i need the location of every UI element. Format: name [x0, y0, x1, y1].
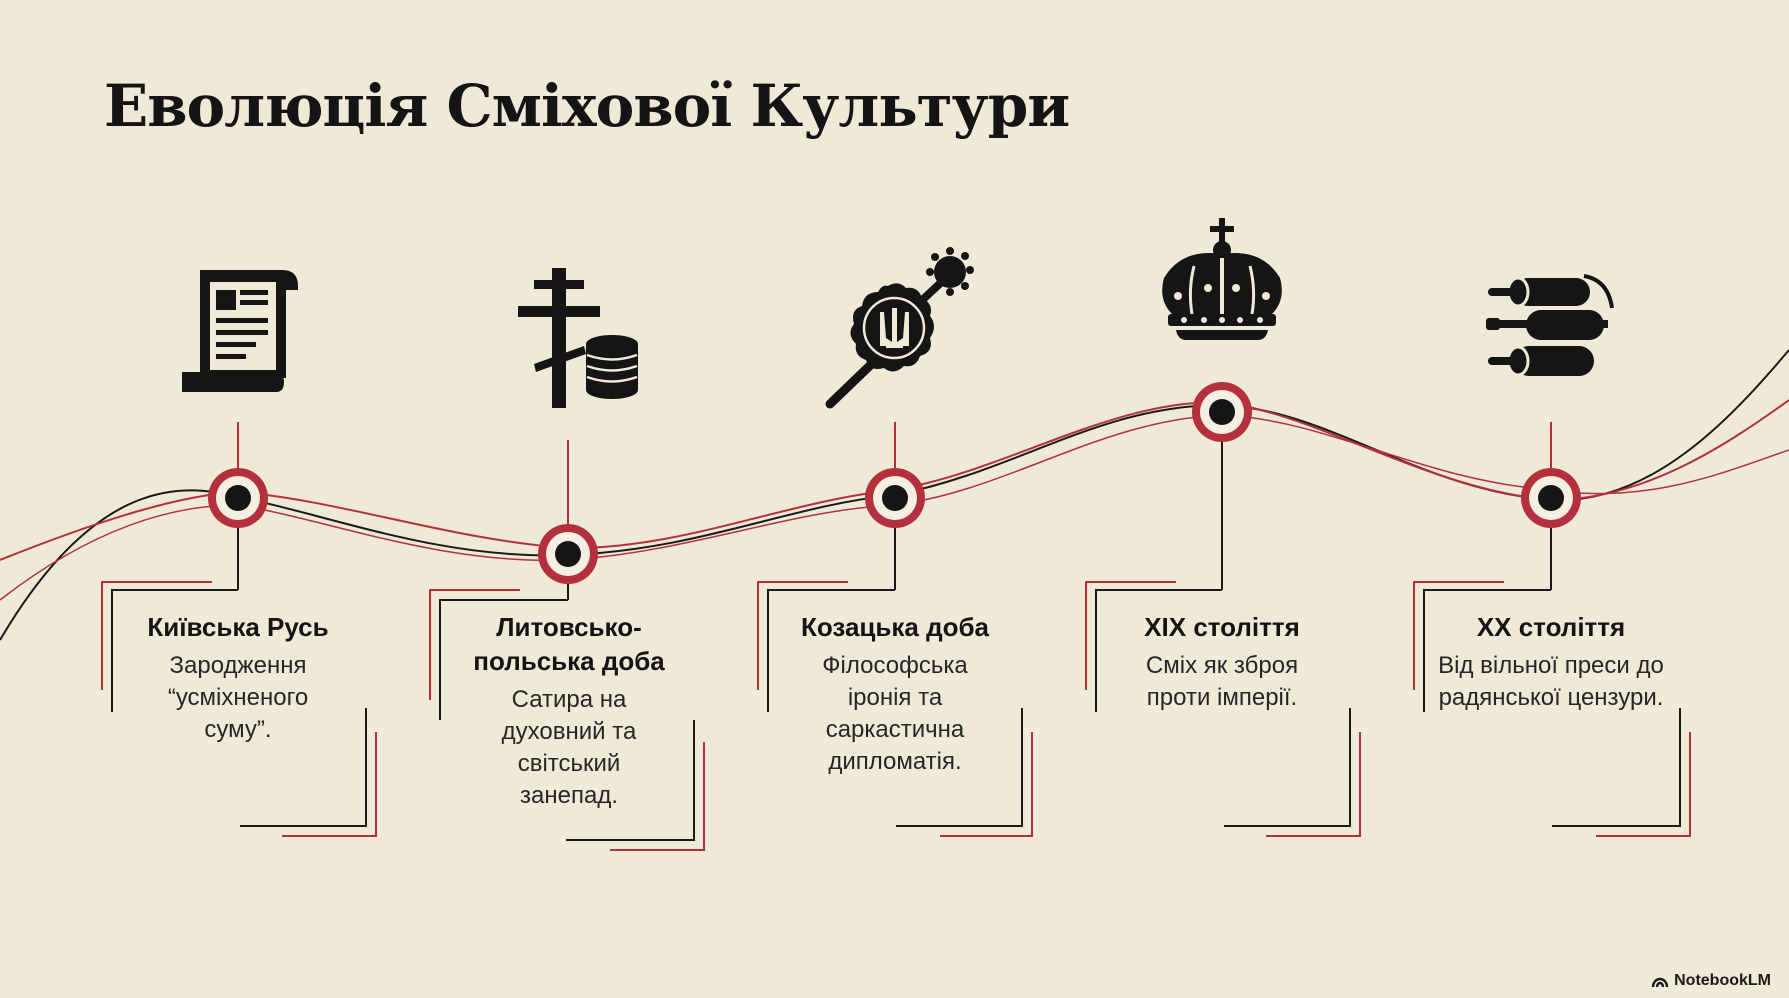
era-node-4	[1085, 382, 1361, 837]
era-card-1: Київська Русь Зародження “усміхненого су…	[113, 610, 363, 746]
era-description: Філософська іронія та саркастична диплом…	[822, 652, 968, 775]
era-card-3: Козацька доба Філософська іронія та сарк…	[770, 610, 1020, 778]
wax-seal-trident-mace-icon	[825, 247, 974, 409]
era-title: XX століття	[1476, 612, 1626, 642]
era-node-5	[1413, 422, 1691, 837]
era-card-2: Литовсько-польська доба Сатира на духовн…	[443, 610, 695, 812]
notebooklm-logo-icon	[1651, 977, 1669, 988]
brand-name: NotebookLM	[1674, 972, 1771, 989]
era-title: Київська Русь	[147, 612, 329, 642]
orthodox-cross-coins-icon	[518, 268, 638, 408]
brand-watermark: NotebookLM	[1651, 972, 1771, 990]
scroll-document-icon	[182, 270, 298, 392]
printing-press-rolls-icon	[1486, 274, 1614, 377]
era-title: Литовсько-польська доба	[473, 612, 665, 676]
era-title: XIX століття	[1144, 612, 1300, 642]
era-description: Від вільної преси до радянської цензури.	[1438, 652, 1664, 711]
era-node-2	[429, 440, 705, 851]
imperial-crown-icon	[1162, 218, 1282, 340]
era-node-3	[757, 422, 1033, 837]
era-description: Сміх як зброя проти імперії.	[1145, 652, 1299, 711]
era-card-5: XX століття Від вільної преси до радянсь…	[1426, 610, 1676, 714]
era-description: Сатира на духовний та світський занепад.	[501, 686, 637, 809]
era-node-1	[101, 422, 377, 837]
era-card-4: XIX століття Сміх як зброя проти імперії…	[1097, 610, 1347, 714]
era-title: Козацька доба	[800, 612, 990, 642]
era-description: Зародження “усміхненого суму”.	[167, 652, 309, 743]
page-title: Еволюція Сміхової Культури	[104, 72, 1070, 140]
